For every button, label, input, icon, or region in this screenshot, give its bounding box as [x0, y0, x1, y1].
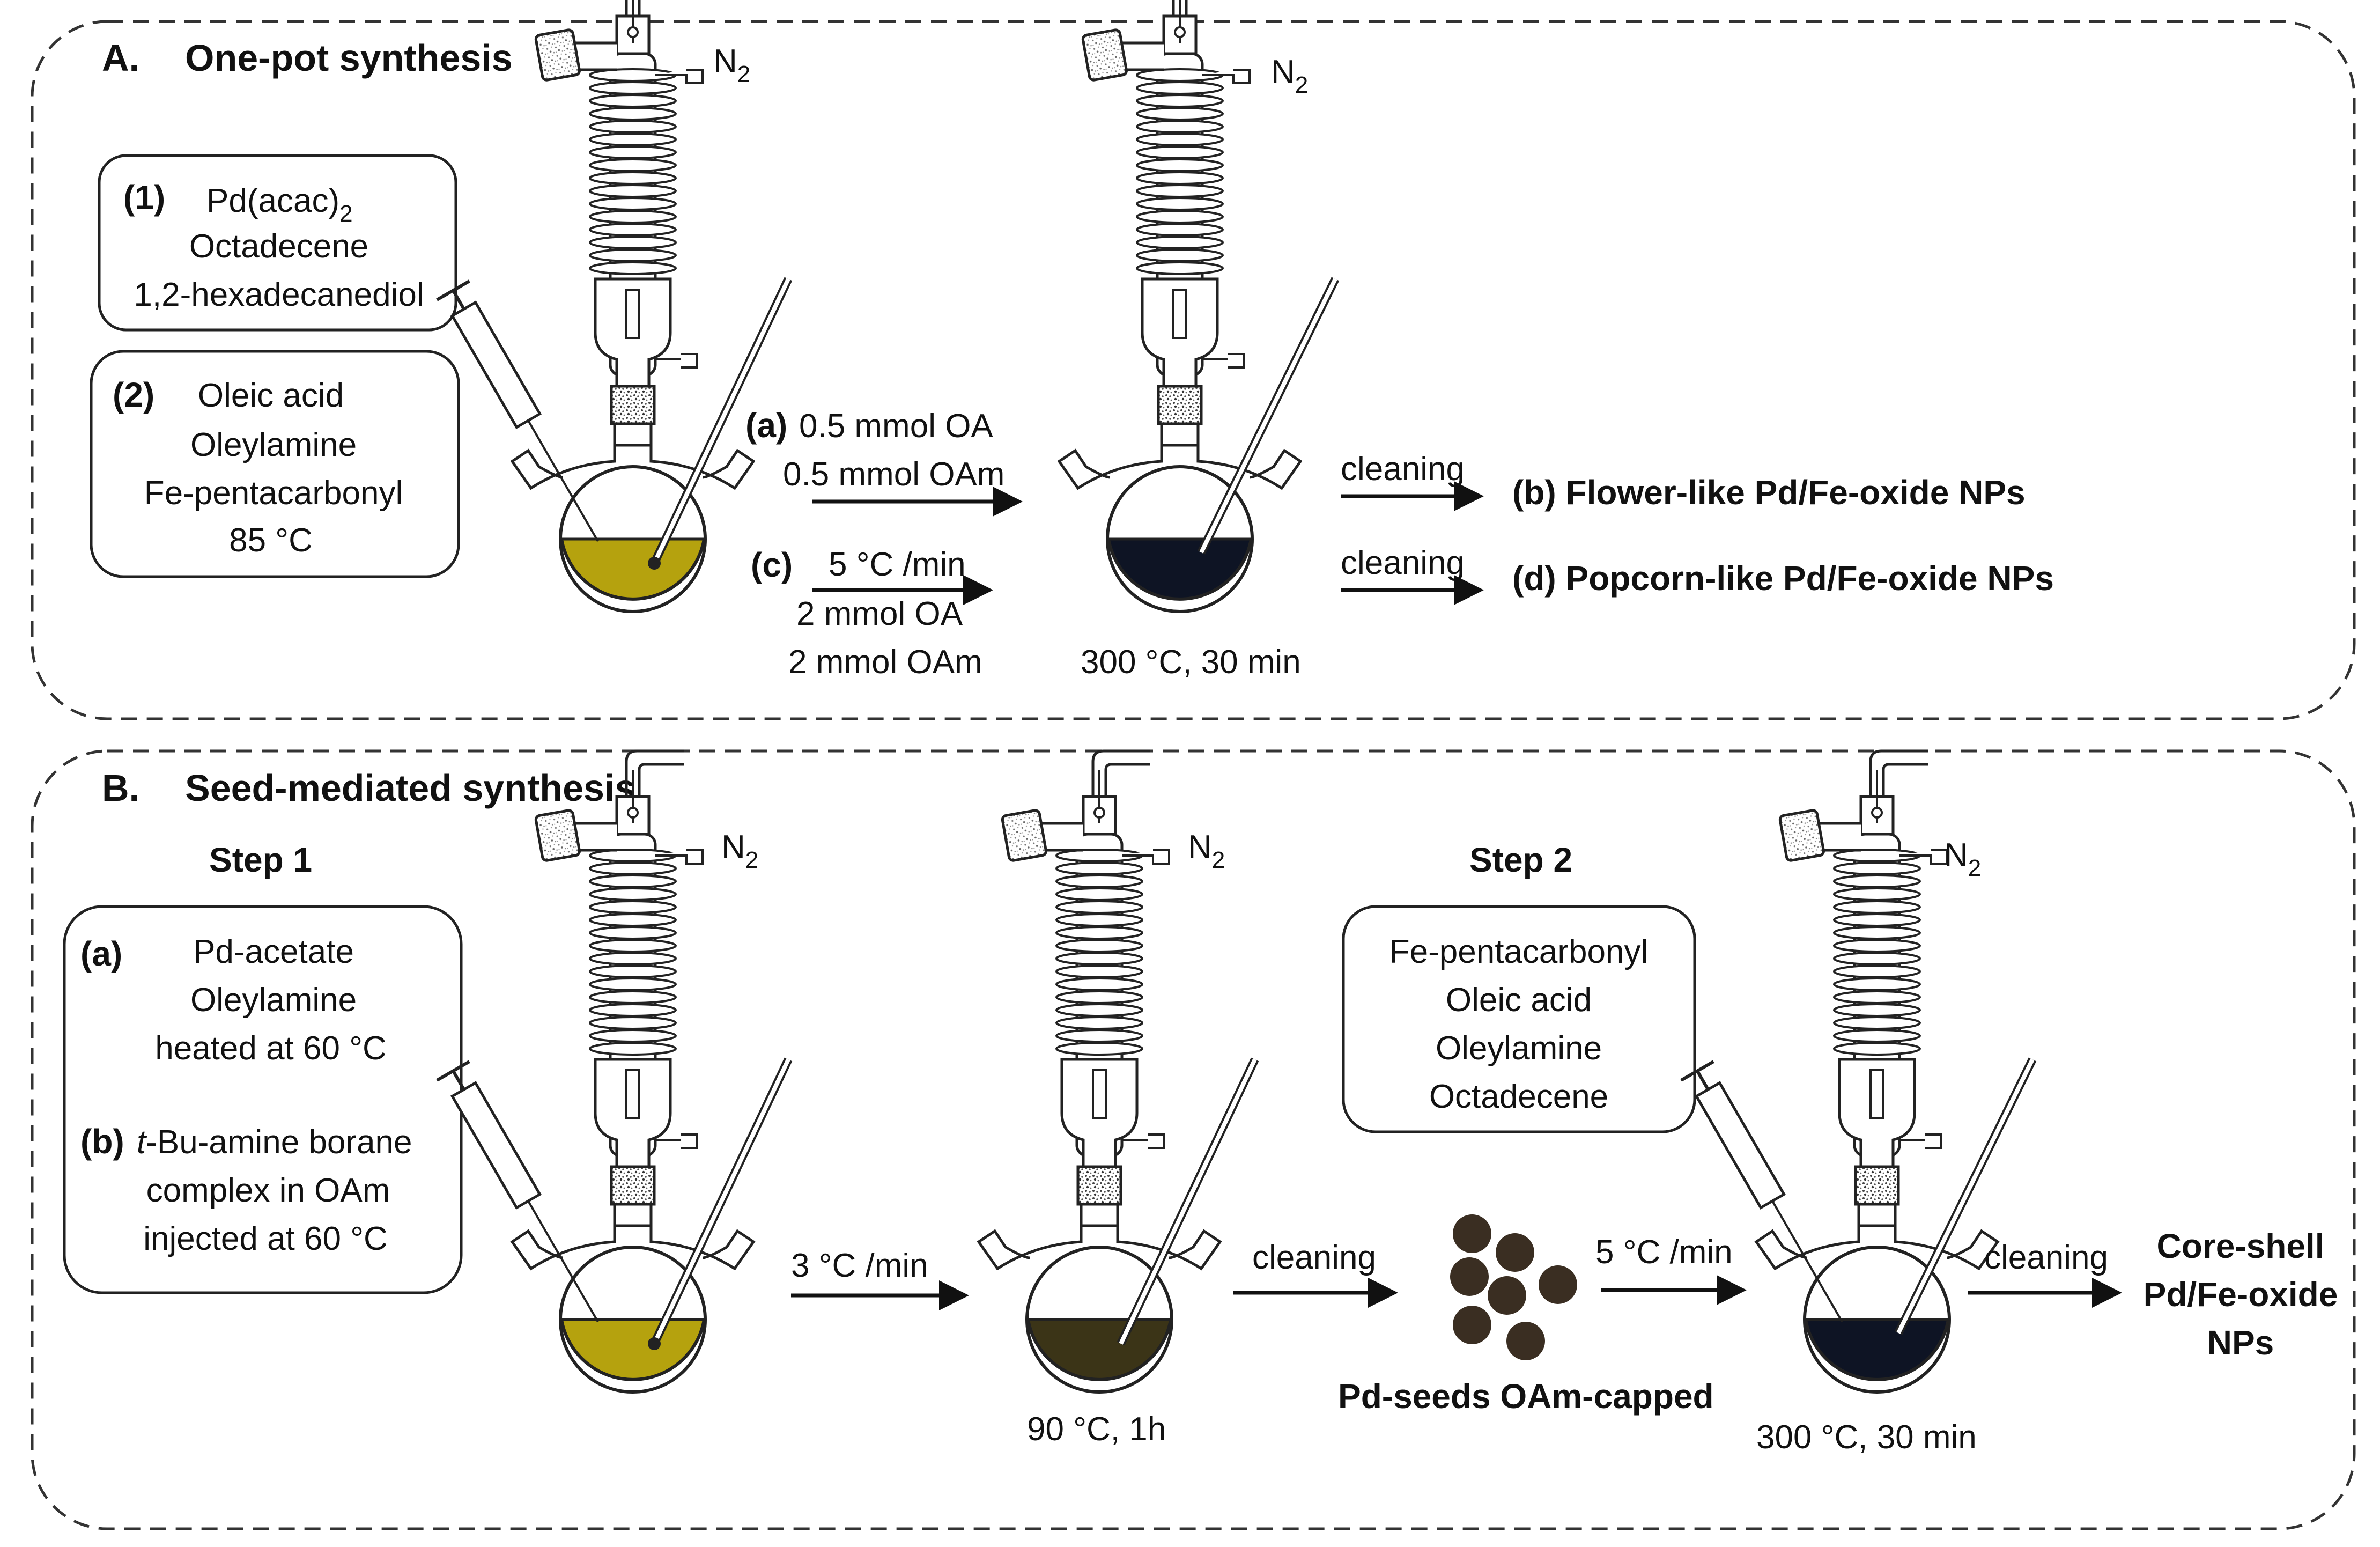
step-1-box-a-line2: Oleylamine	[190, 982, 357, 1019]
cleaning-label-a2: cleaning	[1341, 544, 1465, 581]
condition-a: 300 °C, 30 min	[1081, 644, 1301, 681]
product-core-shell-line3: NPs	[2207, 1323, 2274, 1362]
gas-label-a2: N2	[1271, 54, 1308, 98]
reaction-apparatus-a2	[1059, 0, 1340, 612]
route-c-line1: 5 °C /min	[829, 546, 966, 583]
reagent-box-1-line2: Octadecene	[189, 228, 368, 265]
reagent-box-1-line1: Pd(acac)2	[206, 182, 353, 227]
seeds-label: Pd-seeds OAm-capped	[1338, 1377, 1714, 1416]
reagent-box-2	[90, 350, 460, 578]
reagent-box-1-line3: 1,2-hexadecanediol	[134, 276, 424, 313]
gas-label-a1: N2	[713, 43, 750, 87]
step-1-box-a-line3: heated at 60 °C	[155, 1030, 387, 1067]
reaction-apparatus-b1	[436, 751, 793, 1392]
step-1-box-b-line1: t-Bu-amine borane	[137, 1124, 412, 1161]
step-2-reagent-box	[1342, 905, 1696, 1133]
reagent-box-2-line4: 85 °C	[229, 522, 313, 559]
cleaning-label-b2: cleaning	[1984, 1239, 2108, 1276]
gas-label-b3: N2	[1944, 837, 1981, 881]
step-2-box-line1: Fe-pentacarbonyl	[1389, 933, 1649, 970]
panel-a-title: One-pot synthesis	[185, 37, 513, 79]
reagent-box-2-line1: Oleic acid	[198, 377, 344, 414]
condition-b2: 300 °C, 30 min	[1756, 1419, 1977, 1456]
product-b: (b) Flower-like Pd/Fe-oxide NPs	[1512, 473, 2026, 512]
product-core-shell-line1: Core-shell	[2157, 1227, 2325, 1265]
product-d: (d) Popcorn-like Pd/Fe-oxide NPs	[1512, 559, 2054, 598]
pd-seed-particles	[1450, 1214, 1577, 1360]
route-a-line1: 0.5 mmol OA	[799, 408, 993, 445]
panel-b-frame	[31, 749, 2356, 1530]
reaction-apparatus-b2	[979, 751, 1259, 1392]
step-1-box-a-tag: (a)	[80, 934, 122, 973]
step-1-box-a-line1: Pd-acetate	[193, 933, 354, 970]
ramp-label-b1: 3 °C /min	[791, 1247, 928, 1284]
cleaning-label-a1: cleaning	[1341, 451, 1465, 488]
ramp-label-b2: 5 °C /min	[1595, 1234, 1733, 1271]
reagent-box-2-line3: Fe-pentacarbonyl	[144, 475, 403, 512]
route-c-line3: 2 mmol OAm	[788, 644, 982, 681]
gas-label-b2: N2	[1188, 829, 1225, 873]
condition-b1: 90 °C, 1h	[1027, 1411, 1166, 1448]
reagent-box-2-tag: (2)	[113, 375, 154, 414]
route-c-line2: 2 mmol OA	[796, 595, 963, 632]
reaction-apparatus-b3	[1680, 751, 2037, 1392]
route-a-line2: 0.5 mmol OAm	[783, 456, 1004, 493]
step-1-box-b-line3: injected at 60 °C	[143, 1220, 388, 1257]
reagent-box-1-tag: (1)	[123, 178, 165, 217]
gas-label-b1: N2	[721, 829, 758, 873]
panel-b-label: B.	[102, 767, 139, 809]
step-1-box-b-line2: complex in OAm	[146, 1172, 390, 1209]
reagent-box-2-line2: Oleylamine	[190, 426, 357, 463]
step-1-label: Step 1	[209, 841, 312, 879]
step-2-label: Step 2	[1469, 841, 1572, 879]
step-2-box-line3: Oleylamine	[1436, 1030, 1602, 1067]
reaction-apparatus-a1	[436, 0, 793, 612]
step-1-box-b-tag: (b)	[80, 1122, 124, 1161]
step-2-box-line2: Oleic acid	[1446, 982, 1592, 1019]
panel-b-title: Seed-mediated synthesis	[185, 767, 635, 809]
cleaning-label-b1: cleaning	[1252, 1239, 1376, 1276]
product-core-shell-line2: Pd/Fe-oxide	[2144, 1275, 2338, 1314]
route-c-tag: (c)	[751, 546, 793, 584]
route-a-tag: (a)	[745, 406, 787, 445]
step-2-box-line4: Octadecene	[1429, 1078, 1608, 1115]
panel-a-label: A.	[102, 37, 139, 79]
reagent-box-1	[98, 154, 457, 332]
